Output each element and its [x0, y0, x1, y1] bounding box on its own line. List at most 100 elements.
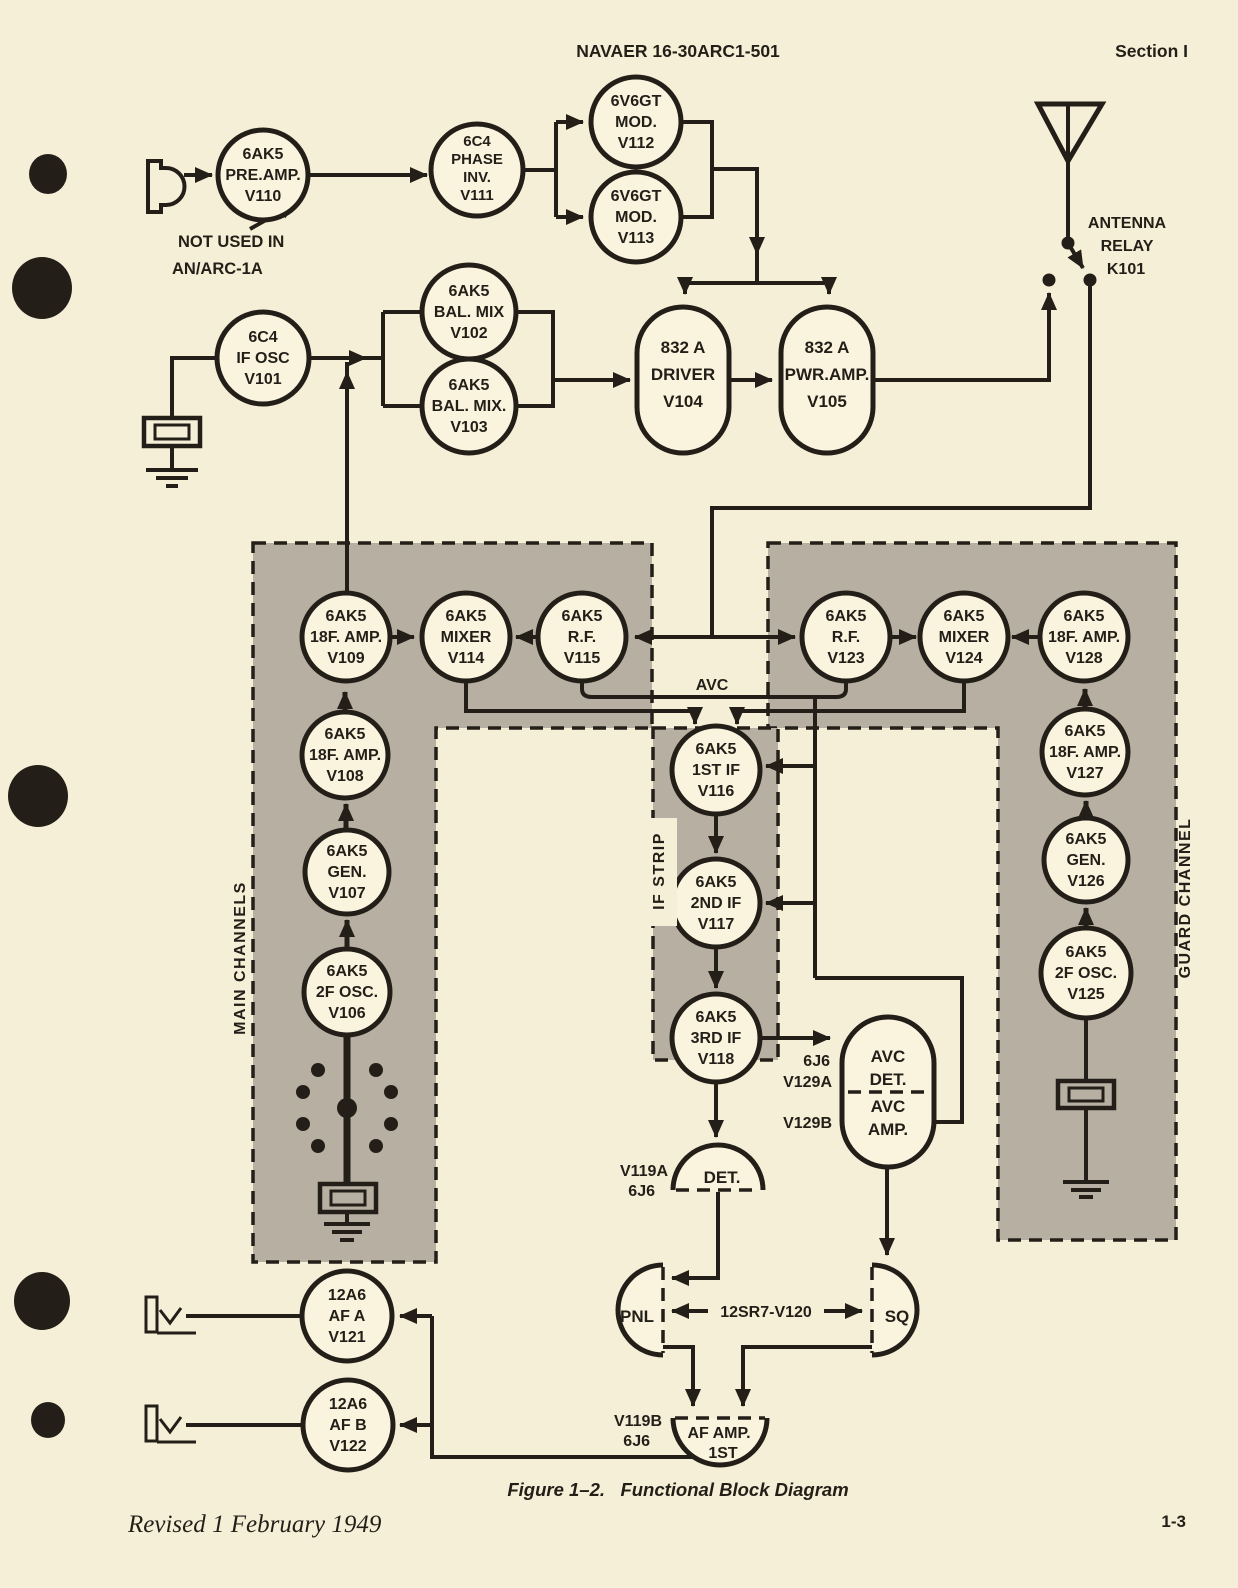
- node-line: 6AK5: [325, 726, 366, 743]
- node-line: V114: [448, 650, 485, 667]
- node-line: 18F. AMP.: [310, 629, 382, 646]
- node-line: 6AK5: [243, 146, 284, 163]
- footer-revision: Revised 1 February 1949: [127, 1511, 382, 1538]
- node-line: V122: [329, 1438, 366, 1455]
- tube-nodes: 6AK5 PRE.AMP. V110 6C4 PHASE INV. V111 6…: [214, 74, 1134, 1473]
- node-v101: 6C4 IF OSC V101: [214, 309, 312, 407]
- node-line: V115: [564, 650, 601, 667]
- node-line: GEN.: [327, 864, 366, 881]
- node-line: PNL: [620, 1307, 654, 1326]
- v129a-label: V129A: [783, 1074, 832, 1091]
- node-v123: 6AK5 R.F. V123: [799, 590, 893, 684]
- node-line: V121: [328, 1329, 365, 1346]
- node-line: 6AK5: [826, 608, 867, 625]
- wire: [815, 976, 964, 1124]
- wire: [681, 120, 714, 219]
- node-v107: 6AK5 GEN. V107: [302, 827, 392, 917]
- node-line: 6C4: [248, 329, 277, 346]
- node-line: R.F.: [568, 629, 596, 646]
- node-v111: 6C4 PHASE INV. V111: [428, 121, 526, 219]
- crystal-icon: [141, 415, 203, 449]
- punch-holes: [8, 154, 72, 1438]
- if-strip-label: IF STRIP: [651, 832, 668, 910]
- footer-page-number: 1-3: [1161, 1512, 1186, 1531]
- node-line: PRE.AMP.: [225, 167, 300, 184]
- node-line: 6V6GT: [611, 188, 662, 205]
- if-strip-label-backing: [651, 818, 677, 926]
- antenna-relay-label: RELAY: [1101, 238, 1154, 255]
- ground-icon: [146, 468, 198, 488]
- avc-bus: [580, 679, 848, 699]
- guard-channel-label: GUARD CHANNEL: [1177, 818, 1194, 979]
- node-line: MIXER: [939, 629, 990, 646]
- antenna-relay-label: ANTENNA: [1088, 215, 1167, 232]
- antenna-icon: [1033, 101, 1107, 167]
- node-line: V107: [328, 885, 365, 902]
- node-v113: 6V6GT MOD. V113: [588, 169, 684, 265]
- node-line: AF A: [329, 1308, 366, 1325]
- wires: [170, 114, 1094, 1459]
- not-used-label: NOT USED IN: [178, 233, 284, 251]
- node-line: 6AK5: [696, 874, 737, 891]
- node-line: V104: [663, 392, 703, 411]
- node-line: AVC: [871, 1097, 906, 1116]
- node-line: V112: [618, 135, 655, 152]
- main-channels-label: MAIN CHANNELS: [232, 881, 249, 1035]
- node-line: V124: [945, 650, 982, 667]
- v119a-tube-label: 6J6: [628, 1183, 655, 1200]
- wire: [671, 1192, 720, 1286]
- node-det: DET.: [670, 1142, 766, 1192]
- node-line: 6V6GT: [611, 93, 662, 110]
- node-line: 6AK5: [1065, 723, 1106, 740]
- node-line: 6AK5: [449, 283, 490, 300]
- node-line: 1ST: [708, 1445, 738, 1462]
- node-line: 2F OSC.: [1055, 965, 1117, 982]
- node-line: 6AK5: [1066, 831, 1107, 848]
- node-line: AF AMP.: [687, 1425, 750, 1442]
- node-line: V108: [326, 768, 363, 785]
- node-line: 6AK5: [327, 843, 368, 860]
- node-line: R.F.: [832, 629, 860, 646]
- node-line: 2F OSC.: [316, 984, 378, 1001]
- wire: [381, 310, 422, 408]
- avc-label: AVC: [696, 677, 729, 694]
- node-line: 6AK5: [696, 741, 737, 758]
- antenna-relay-label: K101: [1107, 261, 1145, 278]
- node-line: 12A6: [328, 1287, 366, 1304]
- node-line: V125: [1067, 986, 1104, 1003]
- header-doc-number: NAVAER 16-30ARC1-501: [576, 41, 780, 61]
- ground-icon: [1063, 1180, 1109, 1199]
- node-line: BAL. MIX: [434, 304, 505, 321]
- node-line: 18F. AMP.: [309, 747, 381, 764]
- node-line: DRIVER: [651, 365, 715, 384]
- v119b-tube-label: 6J6: [623, 1433, 650, 1450]
- node-v109: 6AK5 18F. AMP. V109: [299, 590, 393, 684]
- node-v122: 12A6 AF B V122: [300, 1377, 396, 1473]
- wire: [874, 292, 1057, 382]
- node-line: 6AK5: [446, 608, 487, 625]
- page-furniture: NAVAER 16-30ARC1-501 Section I Figure 1–…: [127, 41, 1188, 1538]
- node-line: 6AK5: [562, 608, 603, 625]
- node-line: AF B: [329, 1417, 366, 1434]
- node-v127: 6AK5 18F. AMP. V127: [1039, 706, 1131, 798]
- node-line: 6AK5: [1066, 944, 1107, 961]
- node-line: V101: [244, 371, 281, 388]
- node-line: V110: [245, 188, 282, 205]
- ground-icon: [324, 1222, 370, 1242]
- dome-nodes: DET. PNL SQ AF AMP. 1ST: [615, 1142, 920, 1468]
- punch-hole: [12, 257, 72, 319]
- node-line: MOD.: [615, 114, 657, 131]
- punch-hole: [8, 765, 68, 827]
- node-v125: 6AK5 2F OSC. V125: [1038, 925, 1134, 1021]
- crystal-icon: [317, 1181, 379, 1215]
- node-pnl: PNL: [615, 1262, 665, 1358]
- node-line: DET.: [704, 1168, 741, 1187]
- wire: [729, 681, 966, 725]
- node-v117: 6AK5 2ND IF V117: [669, 856, 763, 950]
- punch-hole: [31, 1402, 65, 1438]
- node-line: V111: [460, 187, 493, 204]
- node-line: 6AK5: [1064, 608, 1105, 625]
- node-sq: SQ: [870, 1262, 920, 1358]
- node-line: AVC: [871, 1047, 906, 1066]
- wire: [516, 310, 555, 408]
